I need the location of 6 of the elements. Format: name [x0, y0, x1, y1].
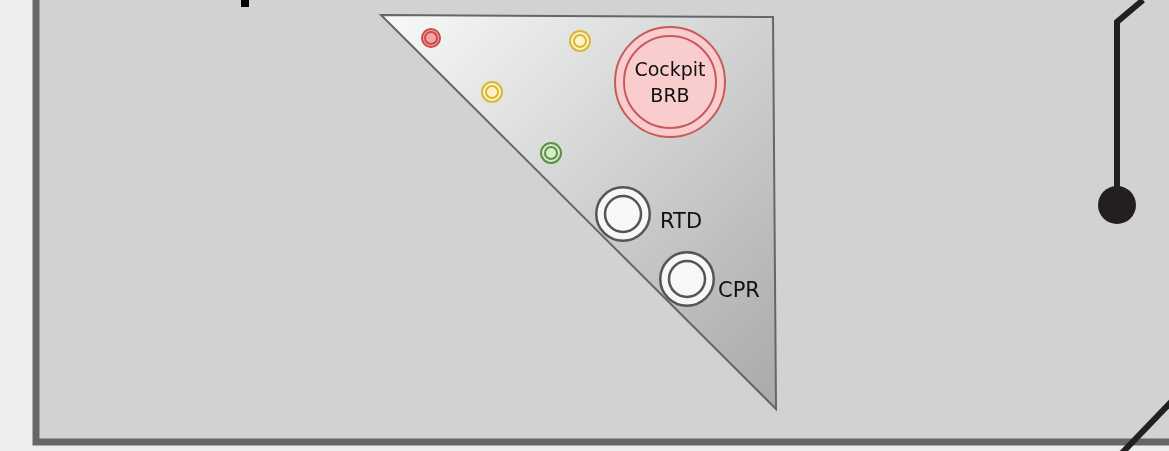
- button-label: RTD: [660, 209, 703, 233]
- button-label: CPR: [718, 278, 760, 302]
- button-label: Cockpit BRB: [633, 57, 707, 108]
- button: [659, 251, 715, 307]
- button: [614, 26, 726, 138]
- button: [595, 186, 651, 242]
